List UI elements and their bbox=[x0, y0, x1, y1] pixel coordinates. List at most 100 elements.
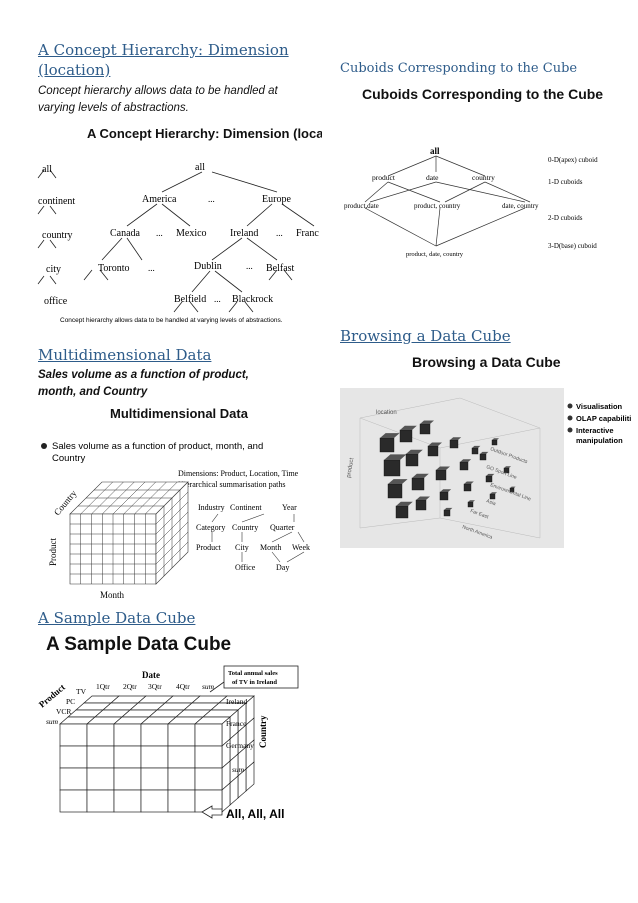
data-cube-block-top bbox=[412, 473, 429, 478]
multidimensional-caption: Sales volume as a function of product, m… bbox=[38, 369, 249, 398]
sample-cube-front-cell bbox=[113, 745, 142, 769]
sample-product-label: Product bbox=[37, 682, 67, 709]
browsing-slide-title: Browsing a Data Cube bbox=[412, 354, 561, 370]
cuboid-legend-0d: 0-D(apex) cuboid bbox=[548, 156, 598, 164]
hier-city: City bbox=[235, 543, 249, 552]
sample-cube-front-cell bbox=[86, 789, 115, 813]
sample-callout-line2: of TV in Ireland bbox=[232, 679, 277, 686]
data-cube-block bbox=[419, 423, 431, 435]
data-cube-block-top bbox=[450, 437, 462, 440]
browse-axis-product: product bbox=[346, 457, 355, 478]
data-cube-block-top bbox=[440, 489, 452, 492]
hier-office: Office bbox=[235, 563, 256, 572]
hier-quarter: Quarter bbox=[270, 523, 295, 532]
sample-country-label: Country bbox=[258, 715, 268, 748]
level-continent: continent bbox=[38, 196, 75, 207]
sample-cube-front-cell bbox=[59, 723, 88, 747]
data-cube-block-top bbox=[492, 438, 499, 440]
sample-cube-front-cell bbox=[140, 767, 169, 791]
cuboid-legend-2d: 2-D cuboids bbox=[548, 214, 583, 222]
sample-q4: 4Qtr bbox=[176, 682, 190, 691]
node-dublin: Dublin bbox=[194, 261, 222, 272]
sample-cube-front-cell bbox=[140, 745, 169, 769]
md-bullet-line2: Country bbox=[52, 453, 86, 464]
sample-cube-front-cell bbox=[113, 723, 142, 747]
node-all: all bbox=[195, 162, 205, 173]
sample-product-tv: TV bbox=[76, 687, 87, 696]
concept-hierarchy-diagram: all continent country city office all Am… bbox=[37, 162, 319, 324]
sample-date-label: Date bbox=[142, 670, 160, 680]
node-dots-5: ... bbox=[246, 261, 253, 271]
sample-cube-front-cell bbox=[167, 723, 196, 747]
browsing-slide: Browsing a Data Cube location product Ou… bbox=[338, 352, 634, 552]
sample-cube-front-cell bbox=[86, 723, 115, 747]
cuboid-legend-3d: 3-D(base) cuboid bbox=[548, 242, 597, 250]
data-cube-block bbox=[387, 483, 403, 499]
data-cube-block bbox=[459, 461, 469, 471]
node-dots-2: ... bbox=[156, 228, 163, 238]
node-dots-4: ... bbox=[148, 263, 155, 273]
sample-callout-box bbox=[223, 665, 299, 689]
data-cube-block bbox=[415, 499, 427, 511]
multidimensional-heading[interactable]: Multidimensional Data bbox=[38, 346, 212, 364]
sample-cube-front-cell bbox=[140, 789, 169, 813]
data-cube-block bbox=[383, 459, 401, 477]
sample-cube-front-cell bbox=[167, 789, 196, 813]
sample-cube-heading[interactable]: A Sample Data Cube bbox=[38, 609, 196, 627]
browse-bullet-visualisation: Visualisation bbox=[576, 402, 623, 411]
browse-label-fareast: Far East bbox=[469, 508, 489, 520]
node-belfast: Belfast bbox=[266, 263, 295, 274]
browse-label-northamerica: North America bbox=[461, 524, 493, 541]
hier-industry: Industry bbox=[198, 503, 225, 512]
data-cube-block-top bbox=[504, 466, 511, 468]
sample-q3: 3Qtr bbox=[148, 682, 162, 691]
md-axis-month: Month bbox=[100, 590, 125, 600]
sample-cube-front-cell bbox=[194, 723, 223, 747]
browse-bullet-interactive-1: Interactive bbox=[576, 426, 614, 435]
sample-country-germany: Germany bbox=[226, 741, 254, 750]
cuboids-slide: Cuboids Corresponding to the Cube all pr… bbox=[340, 84, 630, 274]
cuboid-all: all bbox=[430, 146, 440, 156]
sample-country-sum: sum bbox=[232, 765, 245, 774]
cuboids-heading: Cuboids Corresponding to the Cube bbox=[340, 61, 578, 76]
data-cube-block bbox=[411, 477, 425, 491]
sample-cube-front-cell bbox=[86, 767, 115, 791]
data-cube-block-top bbox=[472, 445, 481, 448]
sample-q1: 1Qtr bbox=[96, 682, 110, 691]
hier-category: Category bbox=[196, 523, 225, 532]
cuboids-slide-title: Cuboids Corresponding to the Cube bbox=[362, 86, 604, 102]
browse-axis-location: location bbox=[376, 410, 397, 416]
sample-callout-line1: Total annual sales bbox=[228, 670, 278, 677]
sample-cube-slide-title: A Sample Data Cube bbox=[46, 634, 232, 655]
data-cube-block bbox=[449, 439, 459, 449]
data-cube-block-top bbox=[444, 507, 453, 510]
sample-cube-diagram: Date 1Qtr 2Qtr 3Qtr 4Qtr sum Product TV … bbox=[37, 665, 299, 821]
browse-bullet-interactive-2: manipulation bbox=[576, 436, 623, 445]
data-cube-block-top bbox=[416, 496, 430, 500]
sample-cube-front-cell bbox=[113, 789, 142, 813]
cuboid-product-country: product, country bbox=[414, 202, 461, 210]
browsing-heading[interactable]: Browsing a Data Cube bbox=[340, 327, 511, 345]
sample-q2: 2Qtr bbox=[123, 682, 137, 691]
md-grid bbox=[69, 481, 189, 585]
node-france: Franc bbox=[296, 228, 319, 239]
hier-day: Day bbox=[276, 563, 289, 572]
data-cube-block bbox=[489, 493, 496, 500]
sample-all-label: All, All, All bbox=[226, 807, 284, 821]
concept-hierarchy-heading[interactable]: A Concept Hierarchy: Dimension (location… bbox=[38, 41, 289, 79]
node-europe: Europe bbox=[262, 194, 291, 205]
md-bullet-line1: Sales volume as a function of product, m… bbox=[52, 441, 263, 452]
sample-arrow-icon bbox=[201, 805, 223, 819]
level-office: office bbox=[44, 296, 68, 307]
hier-year: Year bbox=[282, 503, 297, 512]
sample-country-france: France bbox=[226, 719, 247, 728]
data-cube-block-top bbox=[468, 500, 475, 502]
node-america: America bbox=[142, 194, 177, 205]
multidimensional-slide-title: Multidimensional Data bbox=[110, 406, 248, 421]
data-cube-block-top bbox=[480, 451, 489, 454]
cuboid-product: product bbox=[372, 173, 396, 182]
data-cube-block-top bbox=[490, 492, 497, 494]
browse-label-asia: Asia bbox=[485, 498, 496, 507]
level-city: city bbox=[46, 264, 61, 275]
level-country: country bbox=[42, 230, 73, 241]
